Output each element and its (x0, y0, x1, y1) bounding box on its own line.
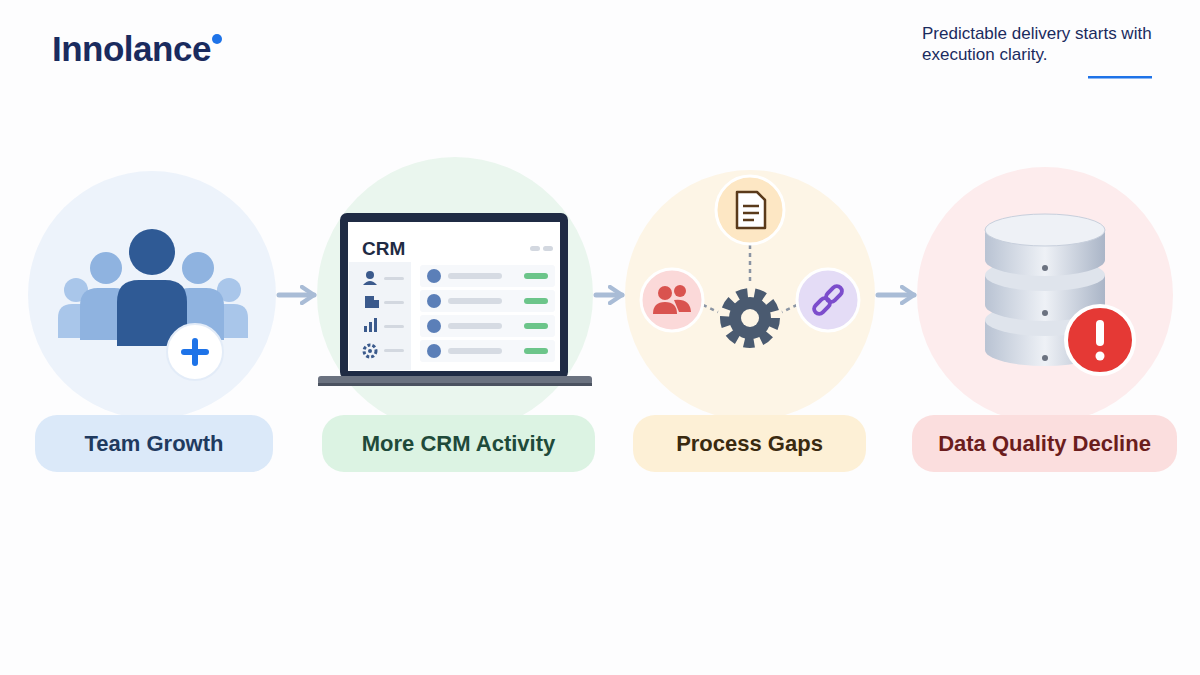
logo-dot (212, 34, 222, 44)
flow-arrow (878, 293, 914, 298)
screen-title: CRM (362, 238, 405, 260)
flow-arrow (279, 293, 314, 298)
brand-logo: Innolance (52, 29, 222, 69)
circle-fill (28, 171, 276, 419)
stage-label: More CRM Activity (362, 431, 556, 457)
circle-fill (317, 157, 593, 433)
laptop-icon (318, 213, 592, 386)
stage-label: Team Growth (85, 431, 224, 457)
stage-label: Data Quality Decline (938, 431, 1151, 457)
screen-title-text: CRM (362, 238, 405, 259)
circle-fill (917, 167, 1173, 423)
label-pill: Data Quality Decline (912, 415, 1177, 472)
tagline: Predictable delivery starts with executi… (922, 23, 1152, 65)
label-pill: More CRM Activity (322, 415, 595, 472)
circle-fill (625, 170, 875, 420)
tagline-text: Predictable delivery starts with executi… (922, 24, 1152, 64)
accent-underline (1088, 76, 1152, 79)
label-pill: Team Growth (35, 415, 273, 472)
flow-arrow (596, 293, 622, 298)
stage-label: Process Gaps (676, 431, 823, 457)
label-pill: Process Gaps (633, 415, 866, 472)
brand-logo-text: Innolance (52, 29, 211, 68)
